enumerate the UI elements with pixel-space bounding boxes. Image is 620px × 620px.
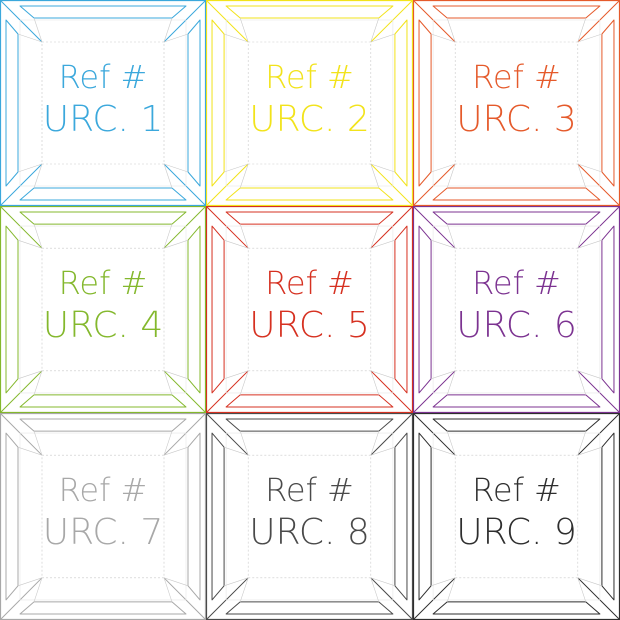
ref-tile-7: Ref # URC. 7 — [0, 413, 206, 620]
tile-label: Ref # URC. 1 — [0, 58, 206, 142]
ref-tile-2: Ref # URC. 2 — [206, 0, 413, 206]
code-text: URC. 2 — [249, 99, 370, 141]
code-text: URC. 8 — [249, 512, 370, 554]
code-text: URC. 4 — [42, 305, 164, 347]
beveled-frame-graphic — [206, 0, 413, 206]
code-text: URC. 1 — [42, 99, 164, 141]
ref-text: Ref # — [265, 58, 354, 96]
beveled-frame-graphic — [413, 413, 620, 620]
ref-tile-9: Ref # URC. 9 — [413, 413, 620, 620]
tile-label: Ref # URC. 4 — [0, 264, 206, 348]
beveled-frame-graphic — [0, 413, 206, 620]
code-text: URC. 6 — [456, 305, 577, 347]
ref-text: Ref # — [472, 471, 561, 509]
ref-tile-3: Ref # URC. 3 — [413, 0, 620, 206]
ref-text: Ref # — [58, 471, 148, 509]
beveled-frame-graphic — [206, 206, 413, 413]
code-text: URC. 7 — [42, 512, 164, 554]
tile-label: Ref # URC. 5 — [206, 264, 413, 348]
ref-tile-5: Ref # URC. 5 — [206, 206, 413, 413]
ref-tile-8: Ref # URC. 8 — [206, 413, 413, 620]
code-text: URC. 5 — [249, 305, 370, 347]
beveled-frame-graphic — [0, 206, 206, 413]
tile-label: Ref # URC. 8 — [206, 471, 413, 555]
ref-text: Ref # — [265, 264, 354, 302]
beveled-frame-graphic — [0, 0, 206, 206]
tile-label: Ref # URC. 7 — [0, 471, 206, 555]
tile-label: Ref # URC. 2 — [206, 58, 413, 142]
ref-tile-4: Ref # URC. 4 — [0, 206, 206, 413]
ref-text: Ref # — [472, 264, 561, 302]
tile-label: Ref # URC. 3 — [413, 58, 620, 142]
code-text: URC. 3 — [456, 99, 577, 141]
ref-text: Ref # — [58, 264, 148, 302]
beveled-frame-graphic — [413, 206, 620, 413]
ref-tile-6: Ref # URC. 6 — [413, 206, 620, 413]
ref-text: Ref # — [472, 58, 561, 96]
beveled-frame-graphic — [413, 0, 620, 206]
tile-label: Ref # URC. 9 — [413, 471, 620, 555]
tile-label: Ref # URC. 6 — [413, 264, 620, 348]
code-text: URC. 9 — [456, 512, 577, 554]
ref-tile-1: Ref # URC. 1 — [0, 0, 206, 206]
beveled-frame-graphic — [206, 413, 413, 620]
ref-text: Ref # — [58, 58, 148, 96]
ref-text: Ref # — [265, 471, 354, 509]
